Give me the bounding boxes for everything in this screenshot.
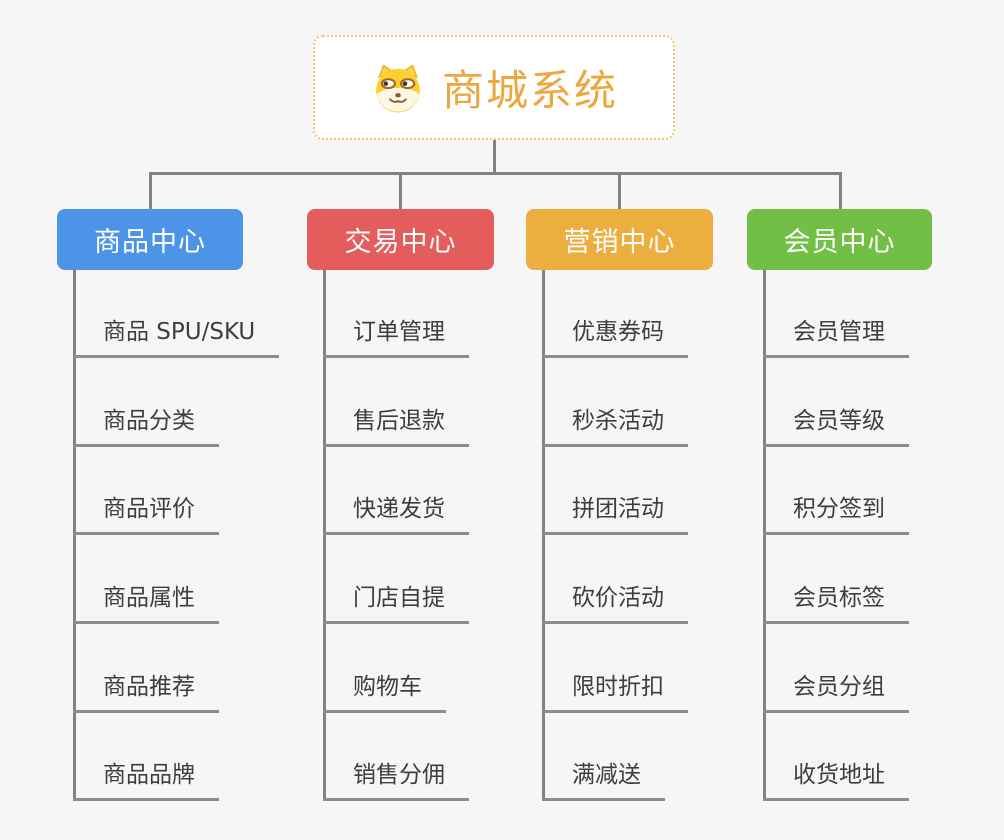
leaf-member-group[interactable]: 会员分组 <box>763 672 909 713</box>
root-title: 商城系统 <box>441 66 618 115</box>
leaf-express-delivery[interactable]: 快递发货 <box>323 494 469 535</box>
leaf-product-category[interactable]: 商品分类 <box>73 406 219 447</box>
leaf-spend-and-save[interactable]: 满减送 <box>542 760 665 801</box>
leaf-member-management[interactable]: 会员管理 <box>763 317 909 358</box>
leaf-product-recommend[interactable]: 商品推荐 <box>73 672 219 713</box>
branch-header-products[interactable]: 商品中心 <box>57 209 243 270</box>
connector-root-vertical <box>493 140 496 173</box>
branch-marketing: 营销中心 优惠券码 秒杀活动 拼团活动 砍价活动 限时折扣 满减送 <box>526 209 846 819</box>
leaf-flash-sale[interactable]: 秒杀活动 <box>542 406 688 447</box>
leaf-product-spu-sku[interactable]: 商品 SPU/SKU <box>73 317 280 358</box>
connector-stub-products <box>149 172 152 210</box>
leaf-coupon-code[interactable]: 优惠券码 <box>542 317 688 358</box>
leaf-member-level[interactable]: 会员等级 <box>763 406 909 447</box>
doge-icon <box>376 63 420 112</box>
root-node[interactable]: 商城系统 <box>313 35 675 140</box>
connector-stub-marketing <box>618 172 621 210</box>
branch-members: 会员中心 会员管理 会员等级 积分签到 会员标签 会员分组 收货地址 <box>747 209 1004 819</box>
connector-stub-trade <box>399 172 402 210</box>
leaf-product-brand[interactable]: 商品品牌 <box>73 760 219 801</box>
leaf-product-attribute[interactable]: 商品属性 <box>73 583 219 624</box>
branch-header-marketing[interactable]: 营销中心 <box>526 209 713 270</box>
branch-products: 商品中心 商品 SPU/SKU 商品分类 商品评价 商品属性 商品推荐 商品品牌 <box>57 209 377 819</box>
leaf-order-management[interactable]: 订单管理 <box>323 317 469 358</box>
leaf-member-tag[interactable]: 会员标签 <box>763 583 909 624</box>
leaf-bargain-activity[interactable]: 砍价活动 <box>542 583 688 624</box>
branch-header-members[interactable]: 会员中心 <box>747 209 932 270</box>
leaf-shipping-address[interactable]: 收货地址 <box>763 760 909 801</box>
leaf-after-sale-refund[interactable]: 售后退款 <box>323 406 469 447</box>
leaf-shopping-cart[interactable]: 购物车 <box>323 672 446 713</box>
leaf-group-buy[interactable]: 拼团活动 <box>542 494 688 535</box>
leaf-limited-time-discount[interactable]: 限时折扣 <box>542 672 688 713</box>
connector-horizontal <box>149 172 841 175</box>
leaf-points-checkin[interactable]: 积分签到 <box>763 494 909 535</box>
connector-stub-members <box>839 172 842 210</box>
branch-trade: 交易中心 订单管理 售后退款 快递发货 门店自提 购物车 销售分佣 <box>307 209 627 819</box>
leaf-store-pickup[interactable]: 门店自提 <box>323 583 469 624</box>
leaf-sales-commission[interactable]: 销售分佣 <box>323 760 469 801</box>
leaf-product-review[interactable]: 商品评价 <box>73 494 219 535</box>
branch-header-trade[interactable]: 交易中心 <box>307 209 494 270</box>
